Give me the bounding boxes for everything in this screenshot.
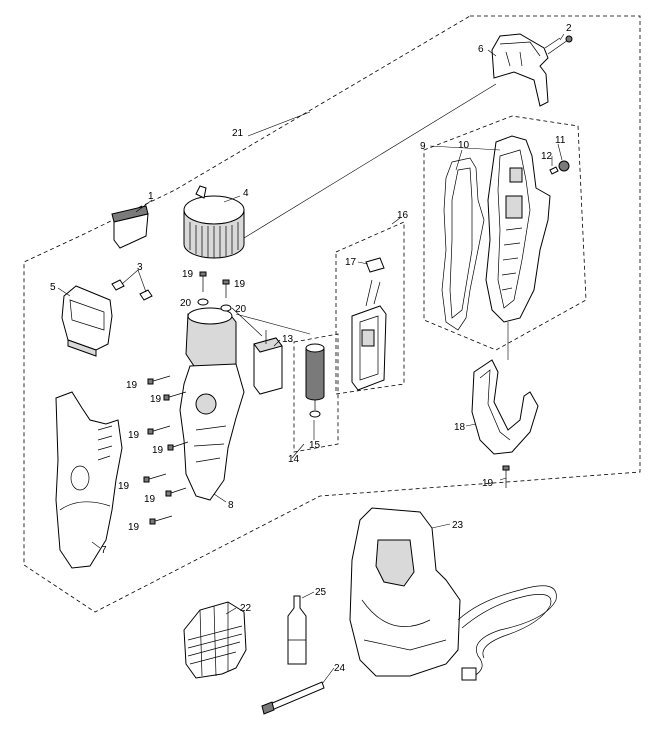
callout-1: 1 [148,191,154,202]
part-22-comb-attachment [183,601,247,679]
part-19-screw-bottom [502,465,510,488]
callout-19: 19 [144,494,156,505]
group-14-outline [293,333,339,453]
callout-19: 19 [152,445,164,456]
group-9-outline [423,115,587,351]
callout-19: 19 [128,522,140,533]
part-2-screw [544,35,573,55]
part-7-front-cover [55,391,123,569]
callout-8: 8 [228,500,234,511]
callout-9: 9 [420,141,426,152]
part-15-washer [309,410,321,418]
callout-19: 19 [150,394,162,405]
part-8-main-body [179,307,245,501]
group-16-outline [335,221,405,395]
callout-6: 6 [478,44,484,55]
part-1-blade [111,205,149,249]
part-9-rear-housing [485,135,551,323]
callout-21: 21 [232,128,244,139]
callout-3: 3 [137,262,143,273]
callout-23: 23 [452,520,464,531]
part-13-motor [253,330,283,395]
callout-19: 19 [126,380,138,391]
part-6-bracket [491,33,549,107]
part-11-nut [558,160,570,172]
part-3-springs [111,279,153,301]
callout-19: 19 [482,478,494,489]
callout-19: 19 [182,269,194,280]
callout-19: 19 [234,279,246,290]
part-10-gasket [441,157,485,331]
callout-19: 19 [128,430,140,441]
part-19-screws [143,271,230,525]
callout-17: 17 [345,257,357,268]
callout-10: 10 [458,140,470,151]
group-21-outline [23,15,641,613]
callout-18: 18 [454,422,466,433]
callouts: 1 2 3 4 5 6 7 8 9 10 11 12 13 14 15 16 1… [50,23,572,674]
callout-14: 14 [288,454,300,465]
callout-19: 19 [118,481,130,492]
part-17-clip [365,257,385,273]
part-14-battery [305,343,325,410]
part-23-charging-stand [349,507,557,681]
callout-24: 24 [334,663,346,674]
part-12-washer [549,166,559,175]
callout-16: 16 [397,210,409,221]
callout-20: 20 [180,298,192,309]
part-25-oil-bottle [287,595,307,665]
part-5-frame [61,285,113,357]
callout-15: 15 [309,440,321,451]
leader-lines [57,33,565,685]
callout-25: 25 [315,587,327,598]
callout-22: 22 [240,603,252,614]
callout-4: 4 [243,188,249,199]
callout-11: 11 [555,135,566,146]
callout-2: 2 [566,23,572,34]
part-16-pcb [351,279,387,391]
callout-13: 13 [282,334,294,345]
callout-20: 20 [235,304,247,315]
callout-7: 7 [101,545,107,556]
part-24-brush [261,681,325,715]
callout-12: 12 [541,151,553,162]
part-18-bottom-cap [471,359,539,455]
part-4-ring [183,185,245,259]
part-20-washers [197,298,232,312]
callout-5: 5 [50,282,56,293]
